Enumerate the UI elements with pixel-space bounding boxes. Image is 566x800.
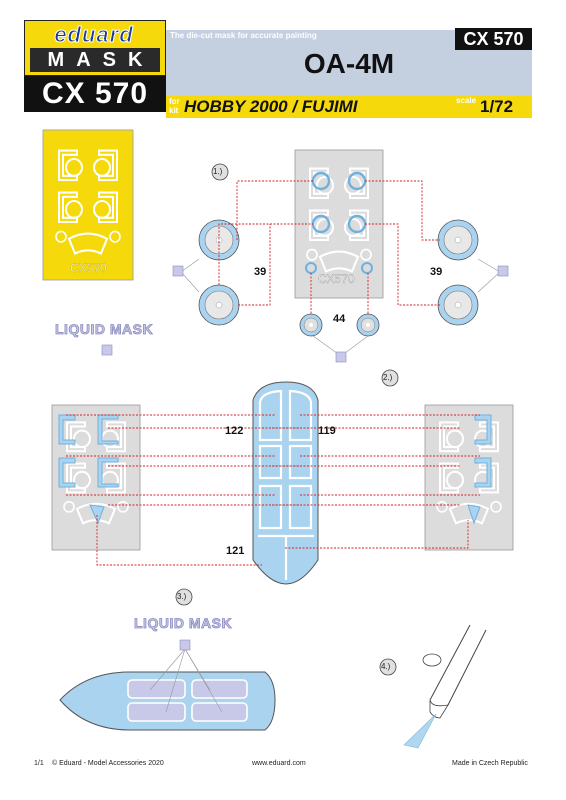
footer-made-in: Made in Czech Republic [452,760,528,767]
footer-url: www.eduard.com [252,760,306,767]
liquid-mask-label-2: LIQUID MASK [134,615,233,632]
footer-copyright: © Eduard - Model Accessories 2020 [52,760,164,767]
scale-value: 1/72 [480,97,514,116]
kit-name: HOBBY 2000 / FUJIMI [184,97,358,116]
label-wheel-left: 39 [254,266,267,278]
step-4-number: 4.) [381,662,391,671]
label-wheel-right: 39 [430,266,443,278]
logo-product-code: CX 570 [24,76,166,112]
svg-text:CX570: CX570 [70,261,107,275]
label-canopy-bottom: 121 [226,545,245,557]
page-title: OA-4M [303,48,395,79]
label-nose-wheel: 44 [333,313,346,325]
liquid-mask-label-1: LIQUID MASK [55,321,154,338]
logo-mask-line: MASK [30,48,160,72]
logo-brand: eduard [54,22,134,47]
kit-band [166,96,532,118]
step-1-number: 1.) [213,167,223,176]
step-2-number: 2.) [383,373,393,382]
sheet-code: CX570 [318,272,355,286]
header-tagline: The die-cut mask for accurate painting [170,31,317,40]
step-3-number: 3.) [177,592,187,601]
canopy-top-view [252,381,319,585]
mask-sheet-step2-left [51,404,141,551]
airbrush-illustration [403,624,487,749]
header-product-code: CX 570 [455,28,532,50]
footer-page: 1/1 [34,760,44,767]
label-canopy-right: 119 [318,425,336,437]
kit-for-label: for kit [169,97,180,115]
mask-sheet-step2-right [424,404,514,551]
scale-label: scale [456,96,477,105]
label-canopy-left: 122 [225,425,244,437]
mask-sheet-overview [42,129,134,281]
